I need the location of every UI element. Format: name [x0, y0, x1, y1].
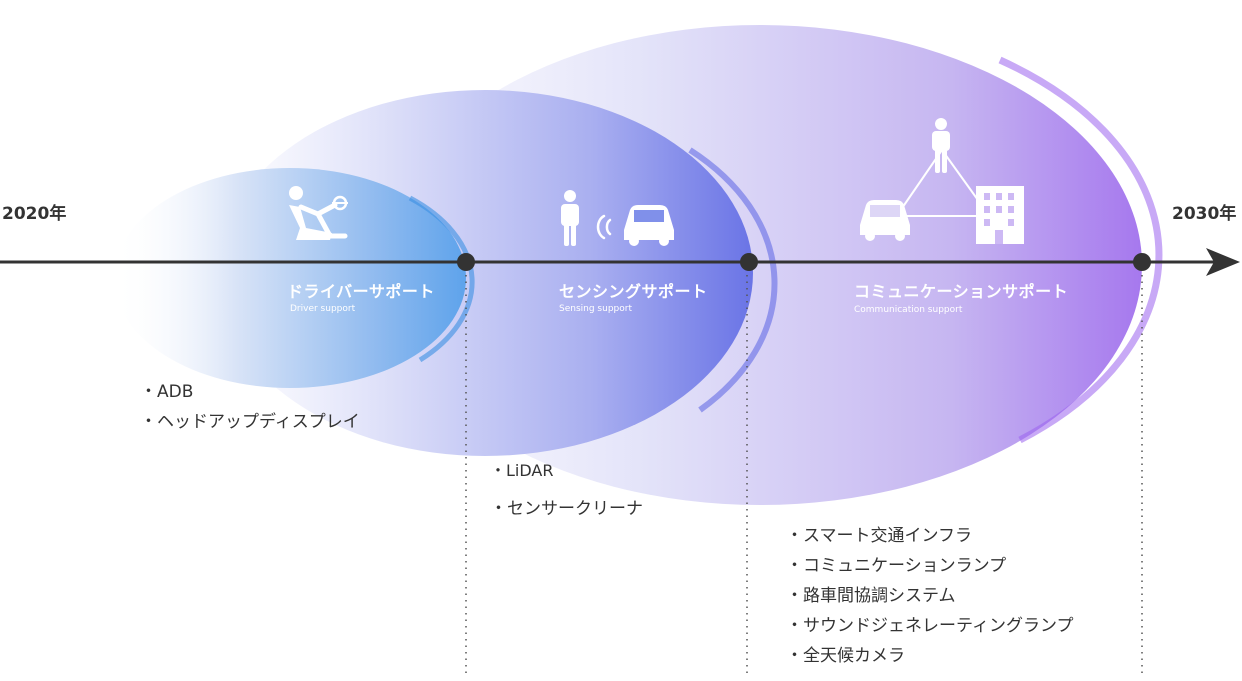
car-icon: [624, 205, 674, 246]
driver-seat-icon: [289, 186, 348, 240]
phase2-feature-list: LiDAR センサークリーナ: [490, 456, 643, 524]
end-year-label: 2030年: [1172, 204, 1237, 224]
feature-item: 路車間協調システム: [786, 581, 1073, 611]
axis-arrow-icon: [1206, 248, 1240, 276]
milestone-dot-2: [740, 253, 758, 271]
phase1-feature-list: ADB ヘッドアップディスプレイ: [140, 377, 360, 437]
feature-item: センサークリーナ: [490, 494, 643, 524]
milestone-dot-1: [457, 253, 475, 271]
phase3-feature-list: スマート交通インフラ コミュニケーションランプ 路車間協調システム サウンドジェ…: [786, 521, 1073, 671]
phase1-subtitle: Driver support: [290, 304, 356, 314]
phase3-title: コミュニケーションサポート: [854, 282, 1069, 301]
phase2-title: センシングサポート: [559, 282, 708, 301]
phase2-subtitle: Sensing support: [559, 304, 632, 314]
phase2-rim: [688, 147, 778, 413]
feature-item: コミュニケーションランプ: [786, 551, 1073, 581]
milestone-dot-3: [1133, 253, 1151, 271]
phase1-ellipse: [114, 168, 466, 388]
feature-item: ヘッドアップディスプレイ: [140, 407, 360, 437]
phase3-subtitle: Communication support: [854, 305, 963, 315]
feature-item: サウンドジェネレーティングランプ: [786, 611, 1073, 641]
feature-item: LiDAR: [490, 456, 643, 486]
feature-item: 全天候カメラ: [786, 641, 1073, 671]
phase1-rim: [408, 195, 475, 363]
person-icon-3: [932, 118, 950, 173]
phase1-title: ドライバーサポート: [287, 282, 435, 301]
start-year-label: 2020年: [2, 204, 67, 224]
signal-waves-icon: [596, 214, 612, 240]
phase3-rim: [998, 56, 1163, 444]
feature-item: スマート交通インフラ: [786, 521, 1073, 551]
car-icon-3: [860, 200, 910, 241]
feature-item: ADB: [140, 377, 360, 407]
building-icon: [976, 186, 1024, 244]
person-icon: [561, 190, 579, 246]
